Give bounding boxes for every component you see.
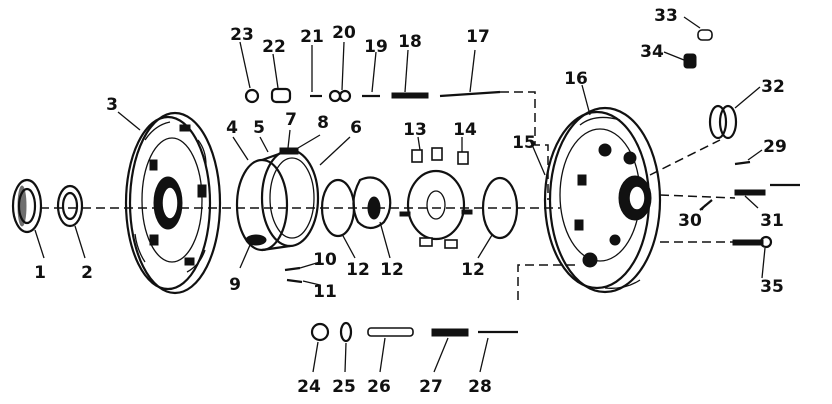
part-1-seal bbox=[11, 178, 43, 234]
callout-2: 2 bbox=[81, 263, 93, 283]
part-14-15-vane-rotor bbox=[399, 147, 473, 249]
part-2-ring bbox=[56, 184, 84, 228]
callout-4: 4 bbox=[226, 118, 238, 138]
callout-27: 26 bbox=[367, 377, 391, 397]
callout-34: 33 bbox=[654, 6, 678, 26]
callout-13: 12 bbox=[380, 260, 404, 280]
callout-23: 22 bbox=[262, 37, 286, 57]
callout-33: 32 bbox=[761, 77, 785, 97]
part-10-11-pins bbox=[284, 266, 303, 284]
callout-19: 18 bbox=[398, 32, 422, 52]
callout-15: 14 bbox=[453, 120, 477, 140]
callout-labels: 1 2 3 4 5 7 8 6 9 10 11 12 12 13 14 12 1… bbox=[34, 6, 787, 397]
callout-29: 28 bbox=[468, 377, 492, 397]
callout-26: 25 bbox=[332, 377, 356, 397]
callout-5: 5 bbox=[253, 118, 265, 138]
bottom-valve-assembly bbox=[310, 321, 518, 343]
callout-16: 15 bbox=[512, 133, 536, 153]
callout-1: 1 bbox=[34, 263, 46, 283]
callout-30: 29 bbox=[763, 137, 787, 157]
callout-11: 11 bbox=[313, 282, 337, 302]
callout-21: 20 bbox=[332, 23, 356, 43]
callout-20: 19 bbox=[364, 37, 388, 57]
part-12-oring-right bbox=[481, 176, 519, 240]
callout-8: 8 bbox=[317, 113, 329, 133]
callout-6: 6 bbox=[350, 118, 362, 138]
callout-22: 21 bbox=[300, 27, 324, 47]
callout-12-right: 12 bbox=[461, 260, 485, 280]
callout-25: 24 bbox=[297, 377, 321, 397]
callout-36: 35 bbox=[760, 277, 784, 297]
callout-9: 9 bbox=[229, 275, 241, 295]
callout-28: 27 bbox=[419, 377, 443, 397]
callout-10: 10 bbox=[313, 250, 337, 270]
callout-32: 31 bbox=[760, 211, 784, 231]
callout-24: 23 bbox=[230, 25, 254, 45]
callout-7: 7 bbox=[285, 110, 297, 130]
part-3-cover-plate bbox=[124, 111, 222, 295]
callout-31: 30 bbox=[678, 211, 702, 231]
callout-18: 17 bbox=[466, 27, 490, 47]
callout-14: 13 bbox=[403, 120, 427, 140]
callout-12-left: 12 bbox=[346, 260, 370, 280]
top-valve-assembly bbox=[244, 87, 501, 104]
callout-35: 34 bbox=[640, 42, 664, 62]
part-13-cam bbox=[352, 176, 392, 230]
part-4-5-6-rotor-ring bbox=[235, 147, 320, 252]
part-16-17-pump-body bbox=[543, 106, 662, 294]
side-components bbox=[683, 29, 800, 249]
leader-lines bbox=[34, 16, 766, 373]
callout-17: 16 bbox=[564, 69, 588, 89]
callout-3: 3 bbox=[106, 95, 118, 115]
